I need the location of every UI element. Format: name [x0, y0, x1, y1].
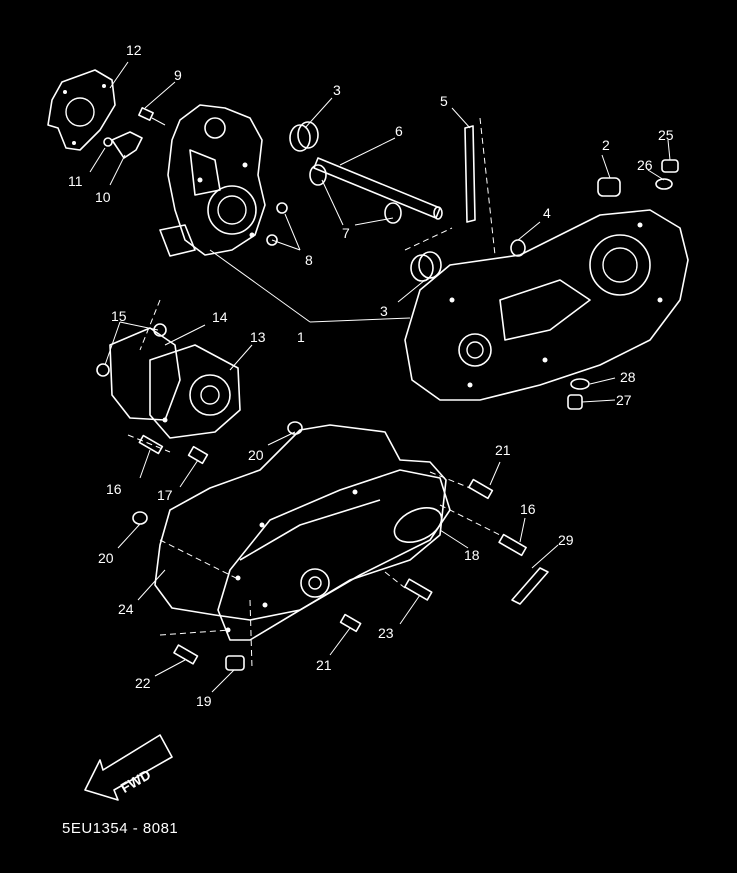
part-29-label — [511, 567, 549, 605]
callout-17: 17 — [157, 487, 173, 503]
part-14-gasket — [109, 327, 181, 421]
part-23-bolt — [403, 578, 433, 601]
dashed-alignment-lines — [127, 117, 501, 669]
callout-3: 3 — [380, 303, 388, 319]
diagram-code: 5EU1354 - 8081 — [62, 820, 179, 837]
part-2-collar — [597, 177, 621, 197]
callout-7: 7 — [342, 225, 350, 241]
callout-8: 8 — [305, 252, 313, 268]
callout-22: 22 — [135, 675, 151, 691]
fwd-arrow-icon: FWD — [84, 734, 173, 801]
part-21-bolt-lower — [339, 613, 362, 633]
part-16-bolt-right — [498, 533, 527, 557]
part-21-bolt-upper — [468, 478, 494, 500]
part-27-28-drain-bolt — [567, 378, 590, 410]
part-15-dowels — [96, 323, 167, 377]
callout-24: 24 — [118, 601, 134, 617]
callout-6: 6 — [395, 123, 403, 139]
callout-29: 29 — [558, 532, 574, 548]
part-18-crankcase-cover — [217, 469, 451, 641]
part-5-pin — [464, 125, 476, 223]
callout-23: 23 — [378, 625, 394, 641]
callout-16: 16 — [520, 501, 536, 517]
callout-14: 14 — [212, 309, 228, 325]
callout-21: 21 — [316, 657, 332, 673]
callout-25: 25 — [658, 127, 674, 143]
callout-20: 20 — [98, 550, 114, 566]
callout-3: 3 — [333, 82, 341, 98]
part-24-cover-gasket — [154, 424, 447, 621]
callout-26: 26 — [637, 157, 653, 173]
callout-2: 2 — [602, 137, 610, 153]
callout-1: 1 — [297, 329, 305, 345]
part-19-dowel — [225, 655, 245, 671]
part-10-11-bracket — [103, 131, 143, 159]
part-7-washers — [309, 164, 402, 224]
part-9-bolt — [138, 107, 166, 126]
part-3-bearing-top — [289, 121, 319, 152]
callout-9: 9 — [174, 67, 182, 83]
crankcase-right-half — [404, 209, 689, 401]
part-12-gasket — [47, 69, 116, 151]
callout-10: 10 — [95, 189, 111, 205]
callout-28: 28 — [620, 369, 636, 385]
part-16-17-bolts — [138, 434, 209, 465]
leader-lines — [89, 61, 671, 693]
callout-12: 12 — [126, 42, 142, 58]
callout-5: 5 — [440, 93, 448, 109]
callout-16: 16 — [106, 481, 122, 497]
callout-19: 19 — [196, 693, 212, 709]
part-6-shaft — [313, 157, 443, 220]
callout-4: 4 — [543, 205, 551, 221]
part-13-oil-pump-cover — [149, 344, 241, 439]
callout-21: 21 — [495, 442, 511, 458]
part-3-bearing-lower — [410, 251, 442, 282]
callout-11: 11 — [68, 173, 83, 189]
callout-15: 15 — [111, 308, 127, 324]
part-25-26-plug — [655, 159, 679, 190]
callout-18: 18 — [464, 547, 480, 563]
callout-27: 27 — [616, 392, 632, 408]
part-20-dowels — [132, 421, 303, 525]
part-22-bolt — [173, 644, 199, 665]
callout-13: 13 — [250, 329, 266, 345]
callout-20: 20 — [248, 447, 264, 463]
crankcase-left-half — [159, 104, 288, 257]
